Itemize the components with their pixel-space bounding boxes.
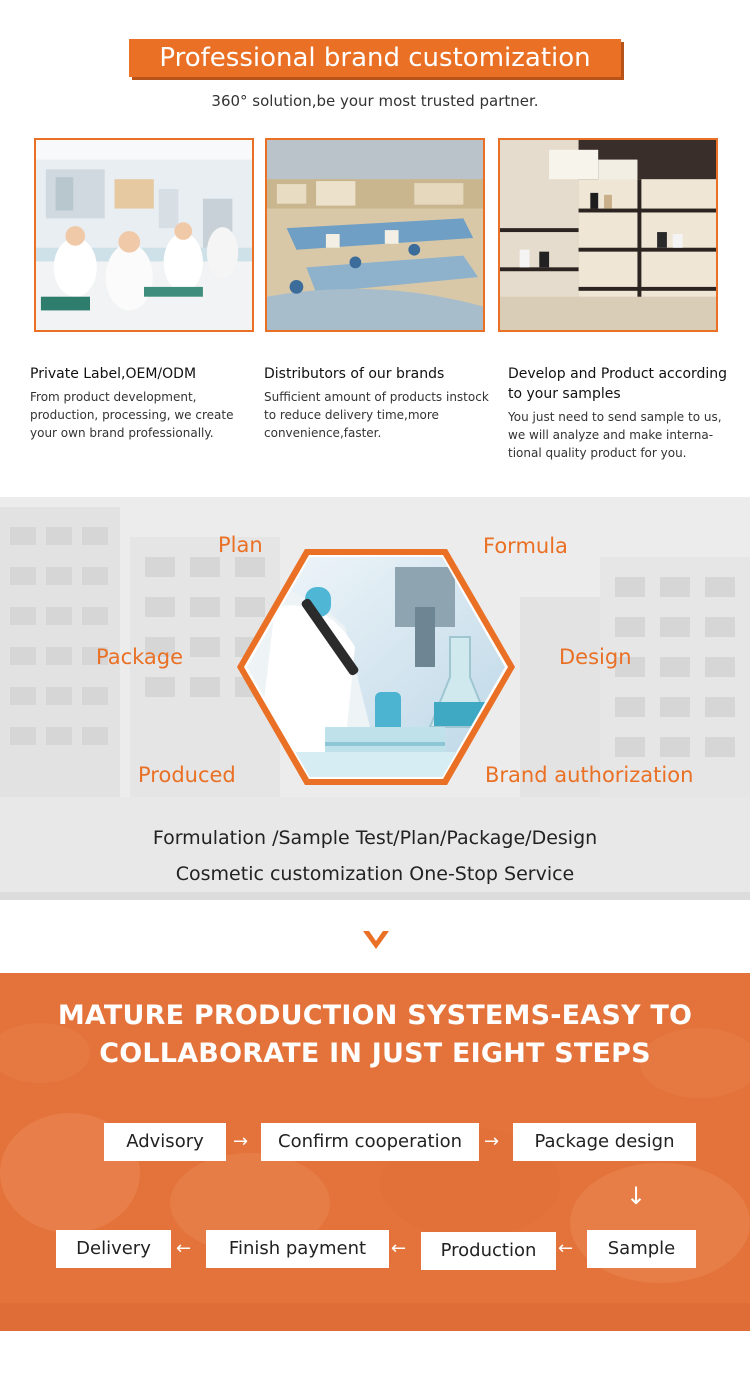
- arrow-left-icon: ←: [391, 1238, 407, 1259]
- feature-title: Develop and Product according to your sa…: [508, 366, 728, 402]
- process-section: Plan Formula Package Design Produced Bra…: [0, 497, 750, 900]
- feature-title: Distributors of our brands: [264, 366, 445, 382]
- section-subtitle: 360° solution,be your most trusted partn…: [211, 92, 539, 110]
- chevron-down-icon: [363, 931, 389, 949]
- feature-develop-samples: Develop and Product according to your sa…: [508, 364, 738, 462]
- label-brand-authorization: Brand authorization: [485, 763, 694, 787]
- tagline-services: Formulation /Sample Test/Plan/Package/De…: [152, 827, 598, 849]
- building-background: [0, 497, 750, 900]
- section-title-banner: Professional brand customization: [129, 39, 621, 77]
- feature-private-label: Private Label,OEM/ODM From product devel…: [30, 364, 260, 442]
- steps-title: MATURE PRODUCTION SYSTEMS-EASY TO COLLAB…: [0, 997, 750, 1073]
- feature-text: You just need to send sample to us, we w…: [508, 410, 722, 460]
- arrow-left-icon: ←: [558, 1238, 574, 1259]
- steps-title-line-2: COLLABORATE IN JUST EIGHT STEPS: [99, 1038, 651, 1069]
- step-delivery: Delivery: [56, 1230, 171, 1268]
- step-confirm-cooperation: Confirm cooperation: [261, 1123, 479, 1161]
- label-produced: Produced: [138, 763, 236, 787]
- step-sample: Sample: [587, 1230, 696, 1268]
- arrow-down-icon: ↓: [626, 1182, 647, 1210]
- display-shelves-photo: [498, 138, 718, 332]
- arrow-left-icon: ←: [176, 1238, 192, 1259]
- label-plan: Plan: [218, 533, 263, 557]
- step-production: Production: [421, 1232, 556, 1270]
- warehouse-conveyor-photo: [265, 138, 485, 332]
- label-design: Design: [559, 645, 632, 669]
- feature-text: From product development, production, pr…: [30, 390, 234, 440]
- step-advisory: Advisory: [104, 1123, 226, 1161]
- steps-title-line-1: MATURE PRODUCTION SYSTEMS-EASY TO: [57, 1000, 693, 1031]
- feature-distributors: Distributors of our brands Sufficient am…: [264, 364, 494, 442]
- label-package: Package: [96, 645, 184, 669]
- label-formula: Formula: [483, 534, 568, 558]
- lab-scientist-hexagon-image: [237, 549, 515, 785]
- section-title: Professional brand customization: [159, 43, 591, 73]
- steps-section: MATURE PRODUCTION SYSTEMS-EASY TO COLLAB…: [0, 973, 750, 1331]
- step-package-design: Package design: [513, 1123, 696, 1161]
- lab-workers-photo: [34, 138, 254, 332]
- step-finish-payment: Finish payment: [206, 1230, 389, 1268]
- arrow-right-icon: →: [233, 1131, 249, 1152]
- feature-title: Private Label,OEM/ODM: [30, 366, 197, 382]
- arrow-right-icon: →: [484, 1131, 500, 1152]
- feature-text: Sufficient amount of products instock to…: [264, 390, 489, 440]
- tagline-one-stop: Cosmetic customization One-Stop Service: [175, 863, 575, 885]
